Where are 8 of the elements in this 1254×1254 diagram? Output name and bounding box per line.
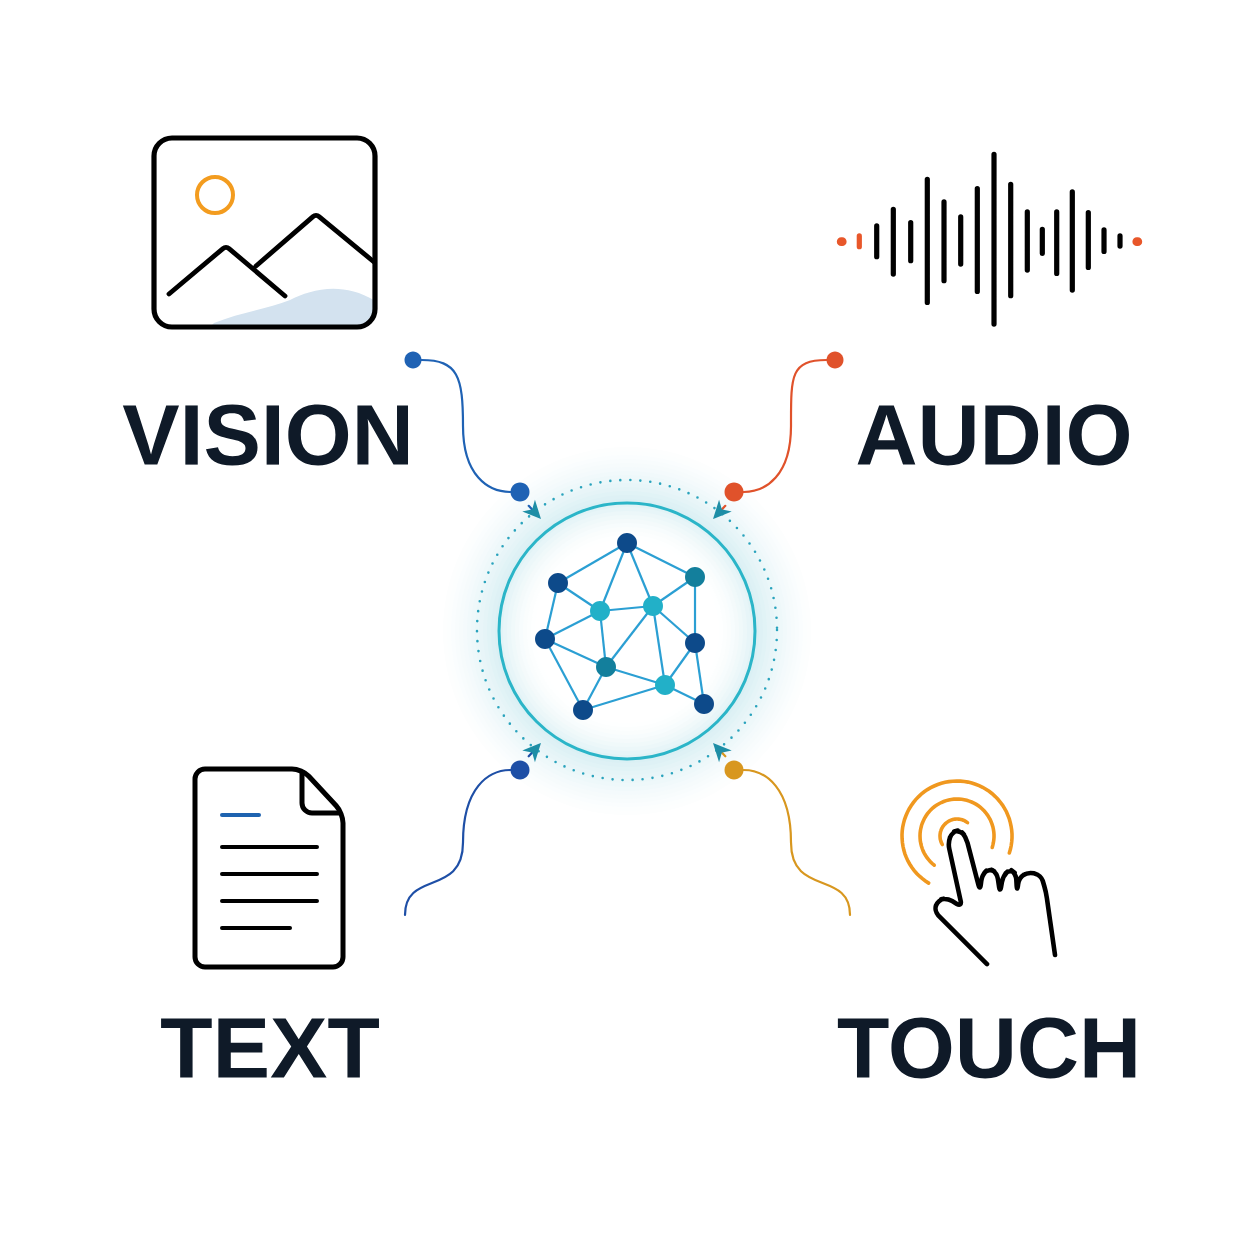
category-label: AUDIO — [857, 404, 1129, 466]
category-label: VISION — [122, 404, 408, 466]
connector-arrow — [403, 743, 541, 917]
category-label: TOUCH — [837, 1017, 1136, 1079]
connector-arrow — [420, 358, 541, 519]
category-label: TEXT — [161, 1018, 379, 1078]
connector-arrow — [713, 358, 828, 519]
connector-arrow — [713, 743, 852, 917]
